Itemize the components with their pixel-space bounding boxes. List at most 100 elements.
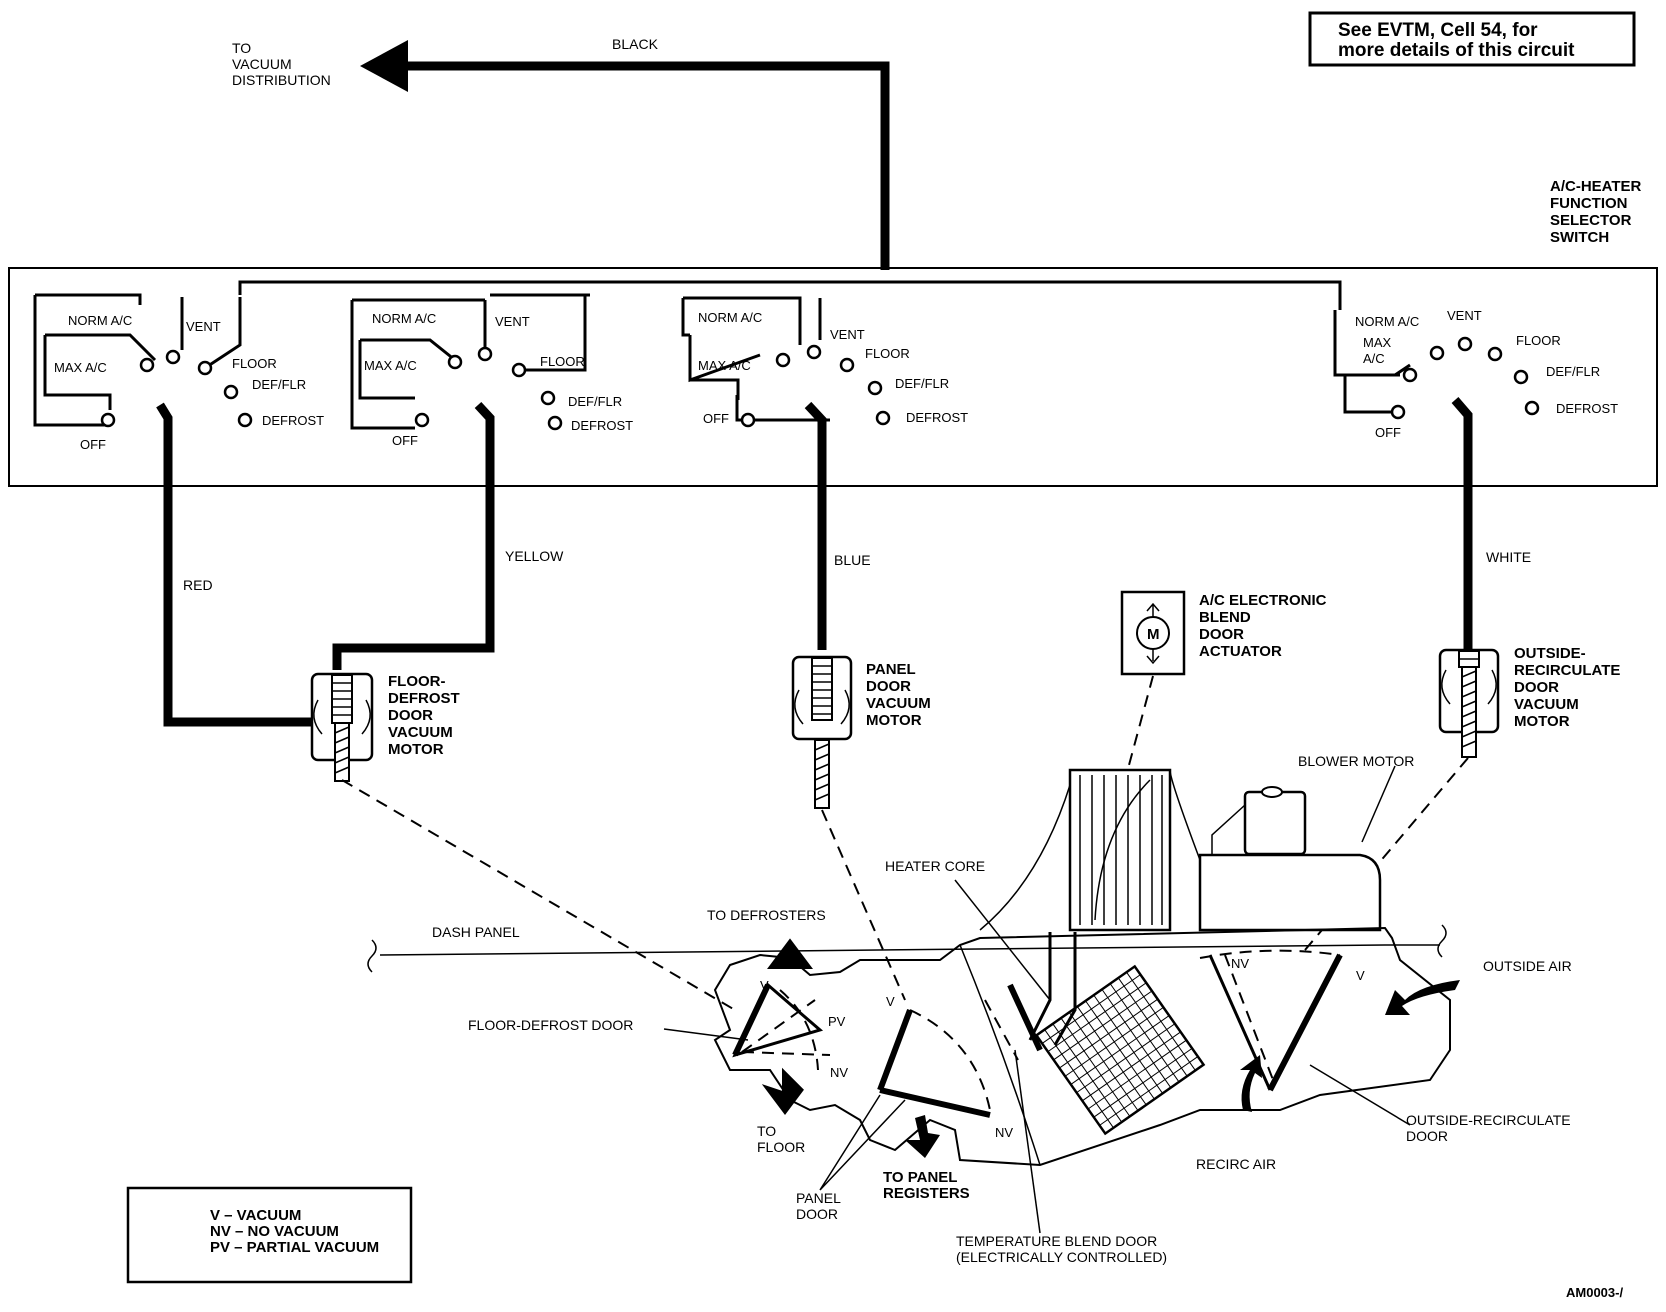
to-defrosters-arrow-icon xyxy=(767,938,813,969)
to-floor-label-1: TO xyxy=(757,1123,776,1139)
to-defrosters-label: TO DEFROSTERS xyxy=(707,907,826,923)
internal-supply-line-left xyxy=(238,280,885,295)
def-flr-label-4: DEF/FLR xyxy=(1546,364,1600,379)
actuator-m-icon: M xyxy=(1147,626,1160,643)
defrost-label-4: DEFROST xyxy=(1556,401,1618,416)
blend-door-actuator: M A/C ELECTRONIC BLEND DOOR ACTUATOR xyxy=(1120,590,1327,676)
switch-section-2: NORM A/C MAX A/C VENT FLOOR DEF/FLR DEFR… xyxy=(350,293,633,448)
legend-vacuum: V – VACUUM xyxy=(210,1207,301,1224)
norm-ac-label-2: NORM A/C xyxy=(372,311,436,326)
defrost-label-1: DEFROST xyxy=(262,413,324,428)
heater-core-label: HEATER CORE xyxy=(885,858,985,874)
pd-motor-line-3: VACUUM xyxy=(866,695,931,712)
floor-defrost-door-label: FLOOR-DEFROST DOOR xyxy=(468,1017,633,1033)
switch-title: A/C-HEATER FUNCTION SELECTOR SWITCH xyxy=(1550,178,1642,246)
pd-motor-line-4: MOTOR xyxy=(866,712,922,729)
note-line-2: more details of this circuit xyxy=(1338,40,1575,61)
fd-motor-line-2: DEFROST xyxy=(388,690,460,707)
blower-motor-label: BLOWER MOTOR xyxy=(1298,753,1414,769)
actuator-line-2: BLEND xyxy=(1199,609,1251,626)
or-door-leader xyxy=(1309,1064,1411,1126)
to-panel-registers-label-2: REGISTERS xyxy=(883,1185,970,1202)
black-hose-label: BLACK xyxy=(612,36,659,52)
panel-door-vacuum-motor: PANEL DOOR VACUUM MOTOR xyxy=(791,655,931,809)
max-ac-label-2: MAX A/C xyxy=(364,358,417,373)
max-label-4: MAX xyxy=(1363,335,1392,350)
floor-defrost-linkage xyxy=(341,779,736,1011)
switch-title-line-1: A/C-HEATER xyxy=(1550,178,1642,195)
pd-motor-line-1: PANEL xyxy=(866,661,916,678)
pd-nv-marker: NV xyxy=(995,1125,1013,1140)
panel-door-linkage xyxy=(821,809,906,1001)
dash-panel-label: DASH PANEL xyxy=(432,924,520,940)
to-panel-arrow-icon xyxy=(905,1115,940,1158)
fd-motor-line-5: MOTOR xyxy=(388,741,444,758)
or-motor-line-5: MOTOR xyxy=(1514,713,1570,730)
pd-v-marker: V xyxy=(886,994,895,1009)
fd-motor-line-4: VACUUM xyxy=(388,724,453,741)
white-hose xyxy=(1451,397,1473,650)
or-motor-line-1: OUTSIDE- xyxy=(1514,645,1586,662)
figure-code: AM0003-/ xyxy=(1566,1285,1623,1300)
vent-label-3: VENT xyxy=(830,327,865,342)
actuator-line-4: ACTUATOR xyxy=(1199,643,1282,660)
defrost-label-2: DEFROST xyxy=(571,418,633,433)
or-nv-marker: NV xyxy=(1231,956,1249,971)
switch-title-line-2: FUNCTION xyxy=(1550,195,1628,212)
off-label-2: OFF xyxy=(392,433,418,448)
to-floor-label-2: FLOOR xyxy=(757,1139,805,1155)
white-hose-label: WHITE xyxy=(1486,549,1531,565)
outside-air-arrow-icon xyxy=(1385,980,1460,1015)
selector-switch-housing xyxy=(8,267,1658,487)
switch-title-line-3: SELECTOR xyxy=(1550,212,1632,229)
floor-label-2: FLOOR xyxy=(540,354,585,369)
off-label-1: OFF xyxy=(80,437,106,452)
recirc-air-label: RECIRC AIR xyxy=(1196,1156,1276,1172)
red-hose-label: RED xyxy=(183,577,213,593)
floor-label-1: FLOOR xyxy=(232,356,277,371)
or-door-label-2: DOOR xyxy=(1406,1128,1448,1144)
outside-recirculate-vacuum-motor: OUTSIDE- RECIRCULATE DOOR VACUUM MOTOR xyxy=(1438,645,1620,758)
blue-hose-label: BLUE xyxy=(834,552,871,568)
norm-ac-label-4: NORM A/C xyxy=(1355,314,1419,329)
off-label-4: OFF xyxy=(1375,425,1401,440)
fd-v-marker: V xyxy=(760,978,769,993)
pd-motor-line-2: DOOR xyxy=(866,678,911,695)
vent-label-2: VENT xyxy=(495,314,530,329)
outside-air-label: OUTSIDE AIR xyxy=(1483,958,1572,974)
floor-label-4: FLOOR xyxy=(1516,333,1561,348)
switch-section-1: NORM A/C MAX A/C VENT FLOOR DEF/FLR DEFR… xyxy=(33,293,324,452)
or-motor-line-3: DOOR xyxy=(1514,679,1559,696)
to-label: TO xyxy=(232,40,251,56)
or-v-marker: V xyxy=(1356,968,1365,983)
legend-partial-vacuum: PV – PARTIAL VACUUM xyxy=(210,1239,379,1256)
vent-label-1: VENT xyxy=(186,319,221,334)
fd-nv-marker: NV xyxy=(830,1065,848,1080)
def-flr-label-2: DEF/FLR xyxy=(568,394,622,409)
norm-ac-label-1: NORM A/C xyxy=(68,313,132,328)
blower-leader xyxy=(1361,765,1396,843)
temp-blend-door-label-2: (ELECTRICALLY CONTROLLED) xyxy=(956,1249,1167,1265)
off-label-3: OFF xyxy=(703,411,729,426)
or-motor-line-2: RECIRCULATE xyxy=(1514,662,1620,679)
panel-door-label-1: PANEL xyxy=(796,1190,841,1206)
black-supply-line: TO VACUUM DISTRIBUTION BLACK xyxy=(232,36,890,270)
actuator-line-1: A/C ELECTRONIC xyxy=(1199,592,1327,609)
yellow-hose-label: YELLOW xyxy=(505,548,564,564)
fd-motor-line-3: DOOR xyxy=(388,707,433,724)
def-flr-label-1: DEF/FLR xyxy=(252,377,306,392)
floor-label-3: FLOOR xyxy=(865,346,910,361)
defrost-label-3: DEFROST xyxy=(906,410,968,425)
switch-title-line-4: SWITCH xyxy=(1550,229,1609,246)
recirc-air-arrow-icon xyxy=(1240,1055,1262,1112)
panel-door-label-2: DOOR xyxy=(796,1206,838,1222)
hvac-case xyxy=(367,768,1460,1167)
fd-pv-marker: PV xyxy=(828,1014,846,1029)
actuator-line-3: DOOR xyxy=(1199,626,1244,643)
heater-core-leader xyxy=(954,879,1051,1001)
legend-no-vacuum: NV – NO VACUUM xyxy=(210,1223,339,1240)
blue-hose xyxy=(804,401,827,650)
vacuum-label: VACUUM xyxy=(232,56,292,72)
legend-box: V – VACUUM NV – NO VACUUM PV – PARTIAL V… xyxy=(126,1186,413,1284)
